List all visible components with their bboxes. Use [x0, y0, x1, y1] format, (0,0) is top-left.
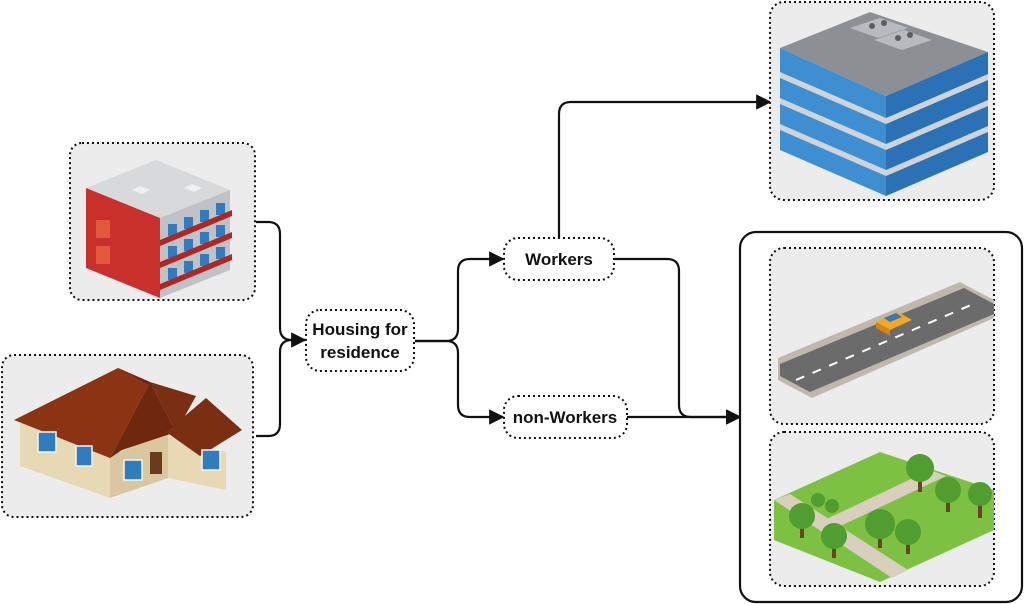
edge-house-to-housing — [256, 338, 305, 438]
road-node — [769, 247, 995, 425]
road-with-car-icon — [778, 282, 994, 398]
house-icon — [14, 368, 242, 498]
office-building-icon — [780, 12, 988, 196]
park-with-trees-icon — [774, 452, 994, 582]
edge-workers-to-office — [557, 94, 772, 238]
connectors — [256, 94, 772, 438]
workers-node: Workers — [503, 237, 615, 281]
park-node — [769, 431, 995, 587]
leisure-destinations-group — [738, 230, 1024, 604]
edge-housing-to-workers — [415, 251, 505, 343]
non-workers-node: non-Workers — [503, 395, 628, 439]
office-building-node — [769, 1, 995, 201]
housing-label-line1: Housing for — [312, 320, 408, 339]
edge-housing-to-nonworkers — [415, 339, 505, 425]
edge-workers-to-leisure — [614, 257, 742, 425]
housing-label-line2: residence — [320, 343, 399, 362]
apartment-building-icon — [86, 160, 232, 298]
workers-label: Workers — [525, 250, 593, 269]
housing-for-residence-node: Housing for residence — [305, 309, 415, 372]
edge-apartment-to-housing — [256, 220, 307, 348]
single-family-house-node — [1, 354, 254, 518]
non-workers-label: non-Workers — [513, 408, 618, 427]
apartment-building-node — [69, 142, 256, 301]
